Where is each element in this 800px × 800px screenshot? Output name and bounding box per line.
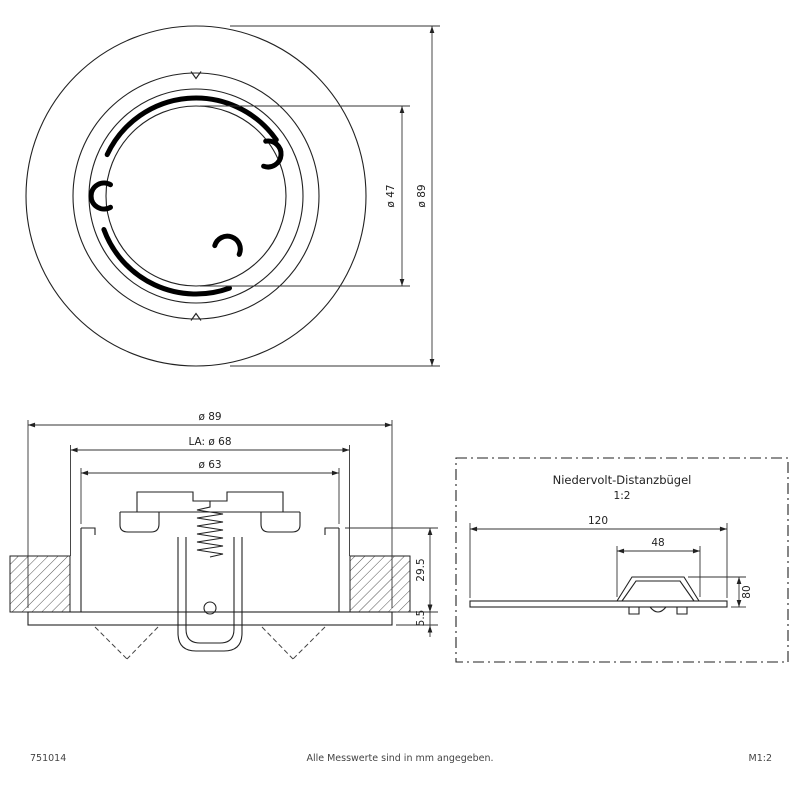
front-trim-circle — [72, 72, 320, 320]
footer: 751014 Alle Messwerte sind in mm angegeb… — [30, 753, 772, 764]
measurement-note: Alle Messwerte sind in mm angegeben. — [306, 753, 493, 764]
front-opening-circle — [105, 105, 287, 287]
front-outer-circle — [25, 25, 367, 367]
housing-wall-left — [80, 527, 96, 612]
hidden-edge-dashed — [261, 626, 294, 660]
spring-hook-left — [88, 180, 113, 212]
spring-hook-lower — [212, 233, 243, 257]
panel-border — [455, 457, 789, 663]
hidden-edge-dashed — [94, 626, 128, 660]
section-view: ø 89 LA: ø 68 ø 63 29.5 5.5 — [9, 411, 438, 660]
mounting-clamp-inner — [185, 537, 235, 644]
bracket-plate — [469, 600, 728, 608]
clamp-hole — [203, 601, 217, 615]
front-view: ø 47 ø 89 — [25, 25, 440, 367]
ceiling-hatch-left — [9, 555, 71, 613]
front-notch-bottom — [190, 312, 202, 321]
spring-ring-arc-bottom — [101, 227, 232, 297]
scale-label: M1:2 — [749, 753, 773, 764]
bracket-panel: Niedervolt-Distanzbügel 1:2 120 48 80 — [455, 457, 789, 663]
article-number: 751014 — [30, 753, 66, 764]
front-bezel-circle — [88, 88, 304, 304]
dim-label-bracket-length: 120 — [588, 515, 608, 527]
dim-label-installation-opening: LA: ø 68 — [188, 436, 231, 448]
ceiling-hatch-right — [349, 555, 411, 613]
dim-label-bracket-height: 80 — [741, 585, 753, 598]
housing-wall-right — [324, 527, 340, 612]
panel-title: Niedervolt-Distanzbügel — [553, 473, 692, 487]
dim-label-flange-height: 5.5 — [415, 610, 427, 627]
bracket-hook-left — [628, 607, 640, 615]
dim-label-inner-diameter: ø 47 — [385, 184, 397, 207]
bracket-hook-right — [676, 607, 688, 615]
retention-spring-coil — [196, 501, 224, 558]
bracket-center-bump — [649, 606, 667, 613]
spring-ring-arc-top — [104, 95, 279, 158]
front-notch-top — [190, 71, 202, 80]
flange-plate — [27, 611, 393, 626]
dim-label-cutout: ø 63 — [198, 459, 221, 471]
dim-label-recess-depth: 29.5 — [415, 558, 427, 581]
panel-scale: 1:2 — [614, 490, 631, 502]
holder-ear-right — [260, 512, 301, 533]
spring-hook-upper-right — [261, 138, 284, 170]
bracket-profile-outer — [616, 576, 700, 602]
dim-label-outer-diameter: ø 89 — [416, 184, 428, 207]
dim-label-section-outer: ø 89 — [198, 411, 221, 423]
hidden-edge-dashed — [126, 626, 159, 660]
bracket-profile-inner — [621, 580, 695, 602]
holder-ear-left — [119, 512, 160, 533]
dim-label-bracket-width: 48 — [651, 537, 664, 549]
mounting-clamp-outer — [177, 537, 243, 652]
hidden-edge-dashed — [292, 626, 326, 660]
